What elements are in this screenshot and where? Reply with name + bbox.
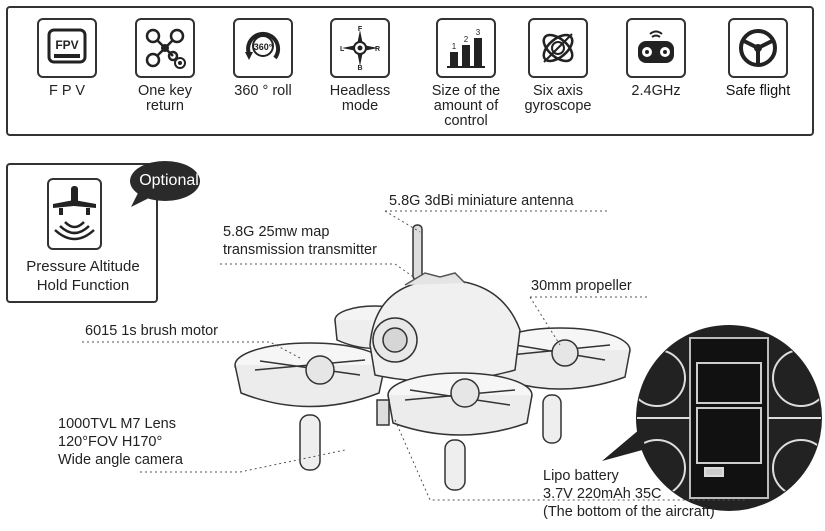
optional-panel <box>6 163 158 303</box>
control-amount-icon: 1 2 3 <box>436 18 496 78</box>
battery-callout: Lipo battery 3.7V 220mAh 35C (The bottom… <box>543 468 715 520</box>
feature-label: F P V <box>49 83 85 99</box>
svg-text:2: 2 <box>464 35 469 44</box>
feature-2-4ghz: 2.4GHz <box>611 8 701 99</box>
feature-label: Size of the amount of control <box>431 83 501 129</box>
feature-strip: FPV F P V One key return <box>6 6 814 136</box>
feature-one-key-return: One key return <box>120 8 210 114</box>
fpv-icon: FPV <box>37 18 97 78</box>
feature-label: Headless mode <box>329 83 391 114</box>
antenna-callout: 5.8G 3dBi miniature antenna <box>389 193 574 209</box>
feature-label: One key return <box>138 83 192 114</box>
transmitter-callout: 5.8G 25mw map transmission transmitter <box>223 224 377 258</box>
optional-badge <box>130 161 200 207</box>
feature-gyroscope: Six axis gyroscope <box>513 8 603 114</box>
svg-text:3: 3 <box>476 28 481 37</box>
battery-bottom-view <box>636 325 822 511</box>
battery-pointer <box>602 429 646 461</box>
feature-control-amount: 1 2 3 Size of the amount of control <box>413 8 519 129</box>
svg-text:B: B <box>357 65 362 70</box>
steering-wheel-icon <box>728 18 788 78</box>
feature-headless: F L R B Headless mode <box>315 8 405 114</box>
feature-fpv: FPV F P V <box>22 8 112 99</box>
feature-label: Six axis gyroscope <box>524 83 592 114</box>
svg-text:R: R <box>375 46 380 53</box>
headless-mode-icon: F L R B <box>330 18 390 78</box>
svg-text:360°: 360° <box>254 42 273 52</box>
pressure-altitude-label: Pressure Altitude Hold Function <box>26 258 140 294</box>
svg-text:FPV: FPV <box>55 38 78 52</box>
feature-label: 360 ° roll <box>234 83 292 99</box>
svg-text:1: 1 <box>452 42 457 51</box>
svg-text:L: L <box>340 46 345 53</box>
one-key-return-icon <box>135 18 195 78</box>
altitude-hold-icon <box>47 178 102 250</box>
remote-controller-icon <box>626 18 686 78</box>
feature-360-roll: 360° 360 ° roll <box>218 8 308 99</box>
feature-label: Safe flight <box>725 83 791 99</box>
svg-text:F: F <box>358 26 363 33</box>
motor-callout: 6015 1s brush motor <box>85 323 218 339</box>
roll-360-icon: 360° <box>233 18 293 78</box>
camera-callout: 1000TVL M7 Lens 120°FOV H170° Wide angle… <box>58 416 183 468</box>
drone-illustration <box>234 224 631 491</box>
propeller-callout: 30mm propeller <box>531 278 632 294</box>
gyroscope-icon <box>528 18 588 78</box>
feature-label: 2.4GHz <box>631 83 681 99</box>
feature-safe-flight: Safe flight <box>708 8 808 99</box>
optional-badge-text: Optional <box>139 172 199 189</box>
